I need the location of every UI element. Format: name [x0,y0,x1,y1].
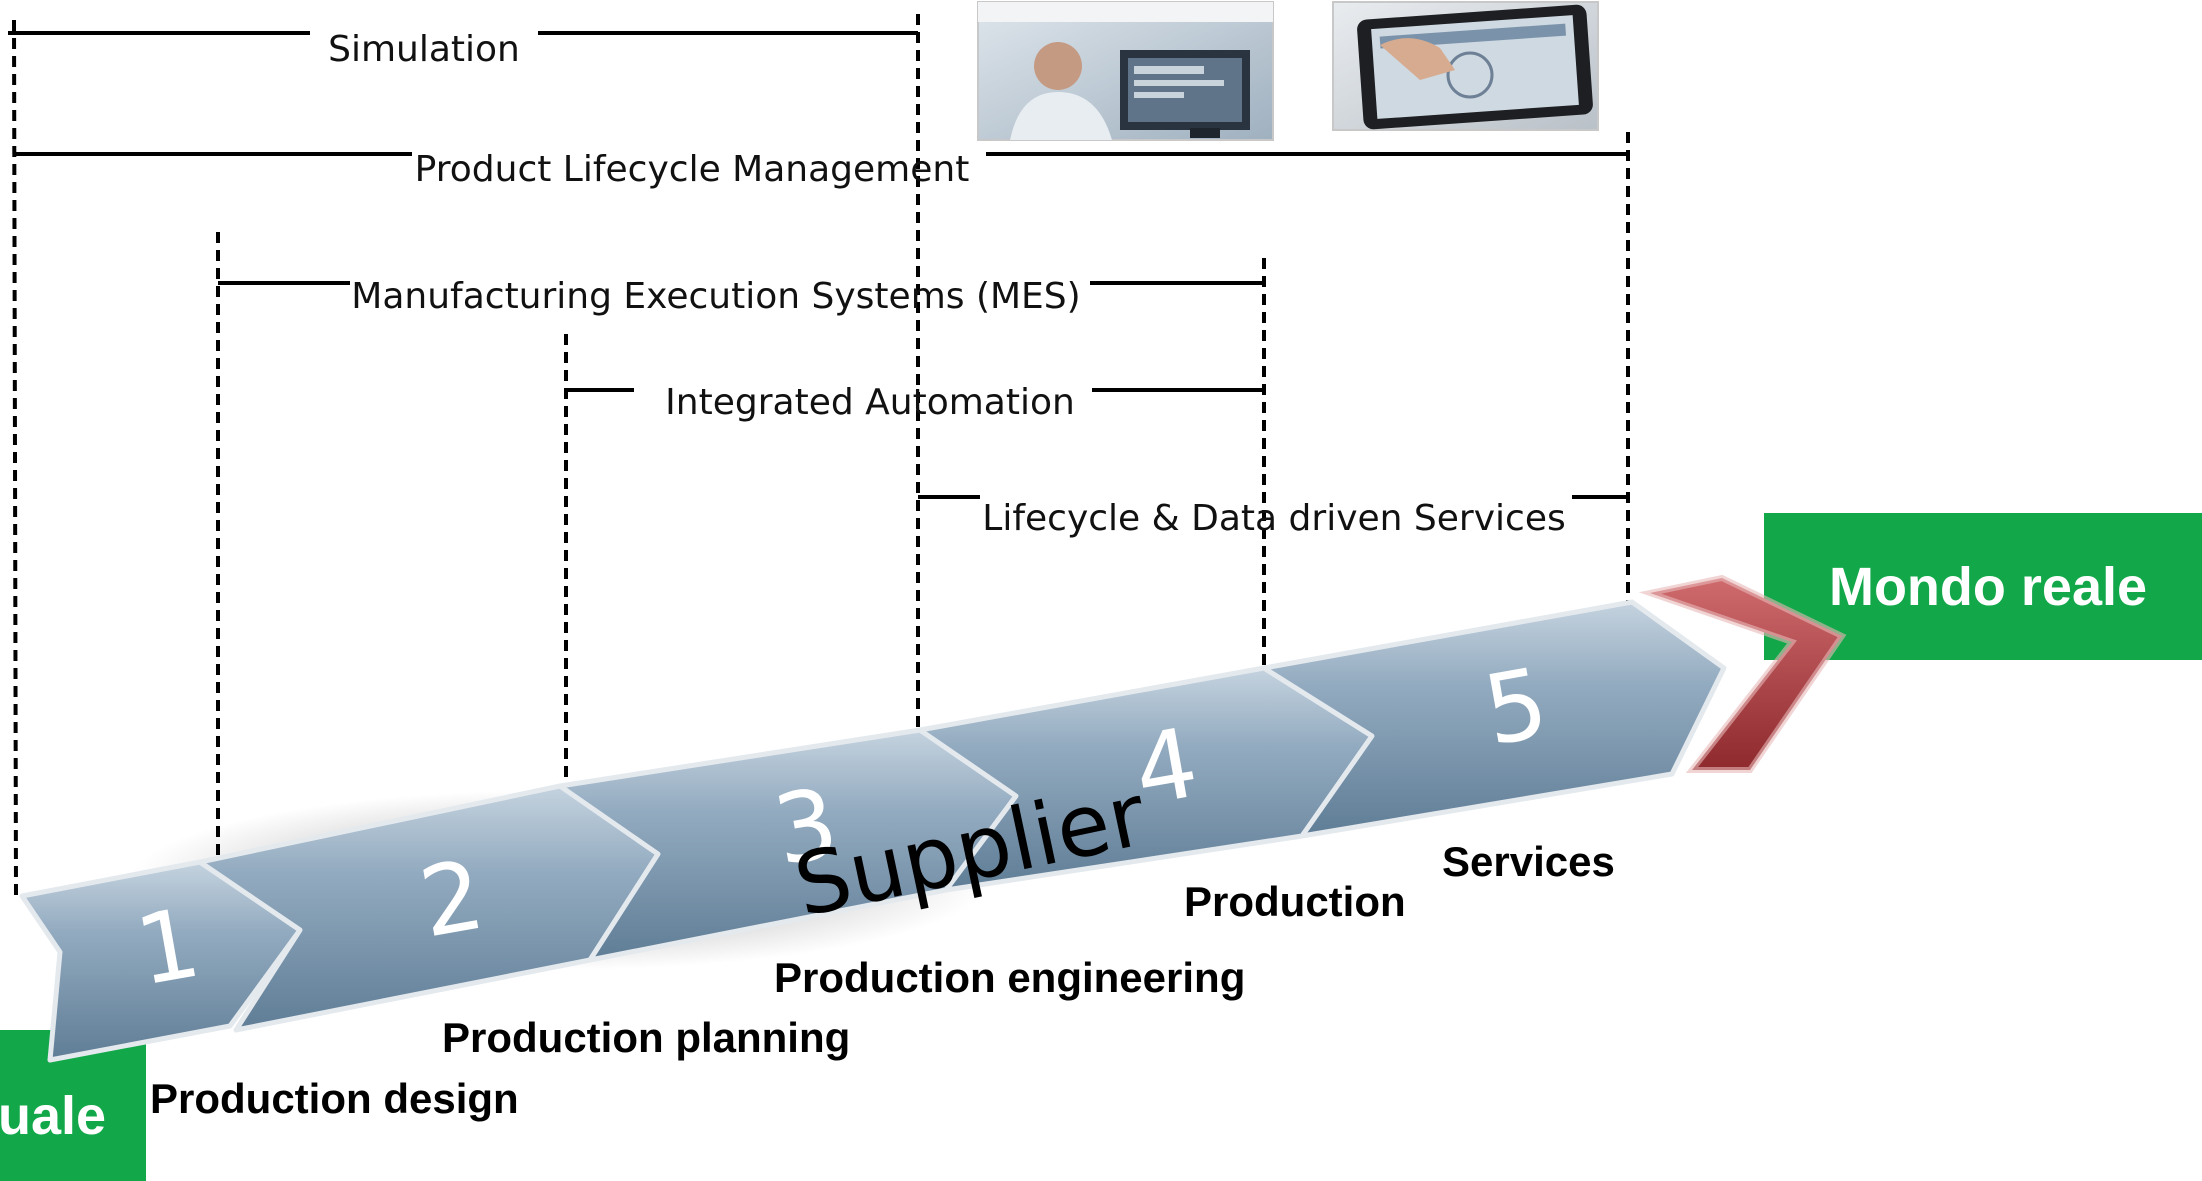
virtual-world-label: uale [0,1086,106,1146]
tablet-touch-photo-icon [1332,1,1599,131]
automation-label: Integrated Automation [665,382,1075,423]
step-label-production-design: Production design [150,1075,519,1122]
mes-label: Manufacturing Execution Systems (MES) [351,276,1080,317]
plm-label: Product Lifecycle Management [415,149,970,190]
chevron-step-5 [1261,599,1727,839]
real-world-label: Mondo reale [1829,557,2147,617]
services-label: Lifecycle & Data driven Services [982,498,1565,539]
simulation-label: Simulation [328,29,520,70]
man-at-workstation-photo-icon [977,1,1274,141]
step-label-production: Production [1184,878,1406,925]
step-label-production-planning: Production planning [442,1014,850,1061]
step-label-services: Services [1442,838,1615,885]
dashed-line-start [12,19,18,897]
red-chevron-arrow [1638,574,1847,773]
step-label-production-engineering: Production engineering [774,954,1245,1001]
